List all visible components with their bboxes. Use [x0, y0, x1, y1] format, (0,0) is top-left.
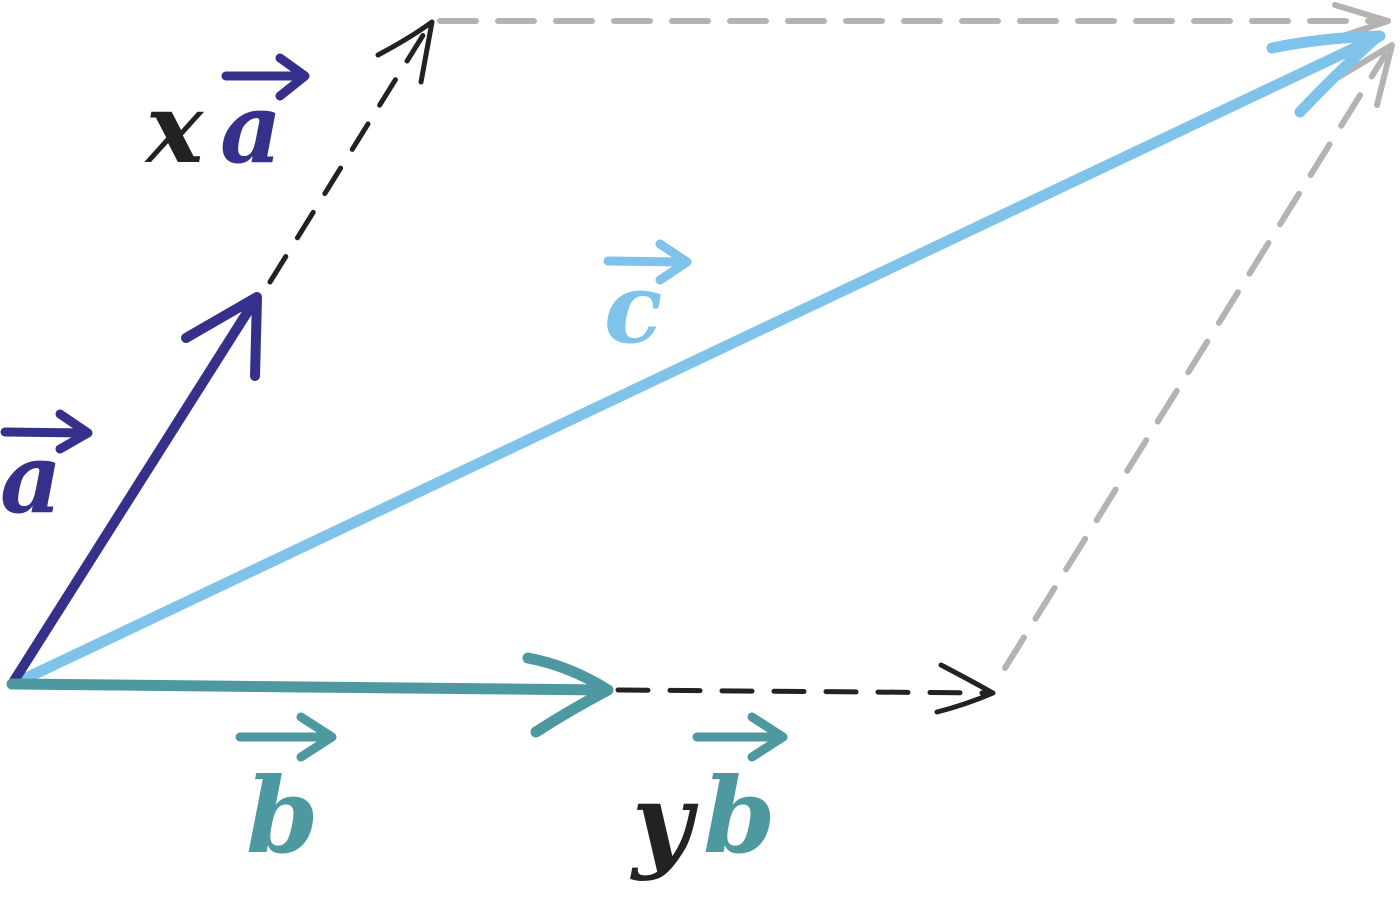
label-c-text: c: [604, 252, 662, 365]
label-c: c: [603, 239, 692, 365]
vector-c-arrowhead: [1266, 30, 1384, 118]
vector-b: [6, 652, 614, 738]
label-xa-vector-arrowhead: [275, 53, 310, 101]
label-xa-a-text: a: [220, 72, 282, 185]
label-c-vector-arrow-shaft: [603, 256, 689, 267]
right-dashed-side: [1002, 52, 1388, 671]
xa-dashed-line: [267, 21, 433, 285]
label-yb-y-text: y: [630, 760, 699, 883]
scaled-dashed-vectors: [267, 19, 996, 715]
label-b: b: [235, 712, 337, 877]
label-a-vector-arrowhead: [55, 409, 93, 454]
vector-b-arrowhead: [522, 652, 614, 738]
label-xa: x a: [144, 53, 310, 185]
vector-a-shaft: [7, 295, 260, 689]
label-b-text: b: [246, 754, 319, 877]
right-dashed-arrowhead: [1334, 42, 1395, 108]
yb-dashed-line: [615, 687, 993, 696]
label-a-text: a: [0, 422, 62, 535]
label-c-vector-arrowhead: [655, 239, 692, 285]
vector-a: [7, 292, 262, 689]
label-xa-x-text: x: [144, 72, 205, 185]
label-yb: y b: [630, 712, 788, 883]
vector-c-shaft: [16, 30, 1386, 686]
xa-dashed-arrowhead: [375, 19, 435, 85]
yb-dashed-arrowhead: [934, 662, 996, 715]
label-yb-b-text: b: [703, 754, 776, 877]
label-a: a: [0, 409, 93, 535]
vector-b-shaft: [6, 678, 611, 696]
vector-a-arrowhead: [181, 292, 262, 381]
parallelogram-dashed-lines: [437, 2, 1395, 671]
vector-c: [16, 30, 1386, 686]
label-a-vector-arrow-shaft: [0, 427, 91, 438]
label-yb-vector-arrowhead: [747, 712, 788, 762]
label-b-vector-arrowhead: [296, 712, 337, 762]
